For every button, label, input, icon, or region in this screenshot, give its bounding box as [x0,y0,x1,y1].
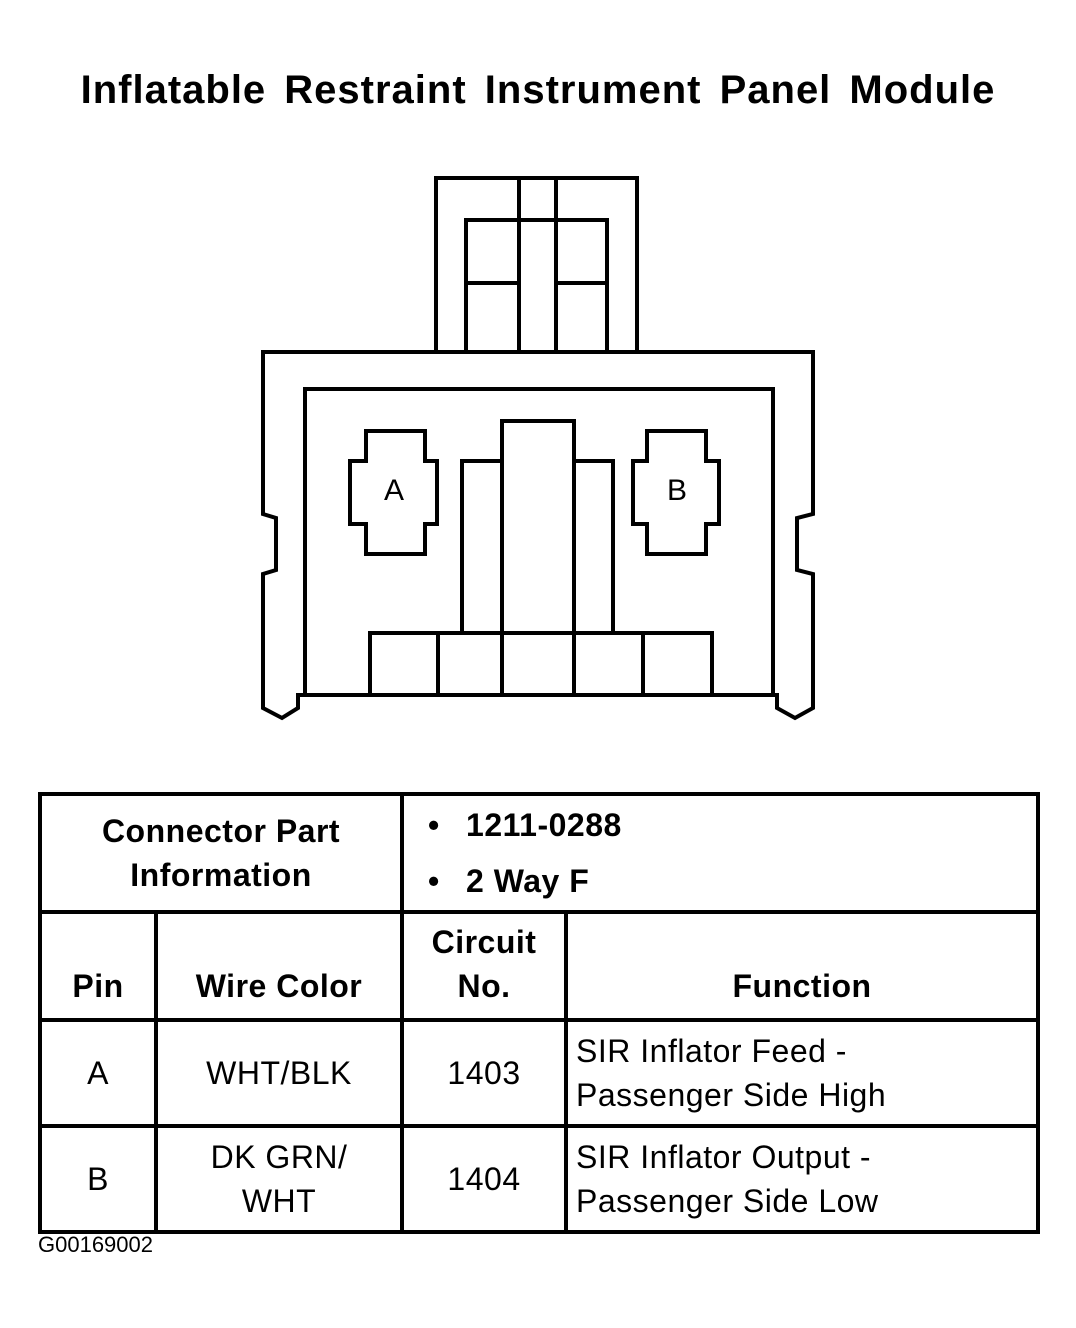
center-key [460,419,615,697]
part-info-label-line2: Information [130,857,312,893]
col-header-circuit-line1: Circuit [431,924,537,960]
function-line1: SIR Inflator Output - [576,1139,872,1175]
part-number: 1211-0288 [428,797,1036,853]
col-header-function: Function [564,910,1041,1022]
function-line2: Passenger Side Low [576,1183,879,1219]
part-info-label-line1: Connector Part [101,813,341,849]
connector-body-outline [261,350,815,721]
circuit-cell: 1404 [400,1124,569,1234]
circuit-cell: 1403 [400,1018,569,1128]
part-info-row: Connector Part Information 1211-0288 2 W… [37,792,1041,914]
part-info-values: 1211-0288 2 Way F [400,792,1041,914]
wire-color-line1: WHT/BLK [206,1055,352,1091]
col-header-wire-color: Wire Color [153,910,405,1022]
connector-pinout-table: Connector Part Information 1211-0288 2 W… [37,792,1041,1234]
part-description: 2 Way F [428,853,1036,909]
table-row: A WHT/BLK 1403 SIR Inflator Feed - Passe… [38,1018,1041,1128]
cavity-b-outline [631,429,721,556]
function-cell: SIR Inflator Output - Passenger Side Low [564,1124,1041,1234]
col-header-pin: Pin [38,910,158,1022]
function-line1: SIR Inflator Feed - [576,1033,847,1069]
connector-latch [434,176,639,352]
wire-color-cell: DK GRN/ WHT [153,1124,405,1234]
pin-cell: B [38,1124,158,1234]
pin-cell: A [38,1018,158,1128]
cavity-a-outline [348,429,439,556]
function-cell: SIR Inflator Feed - Passenger Side High [564,1018,1041,1128]
table-row: B DK GRN/ WHT 1404 SIR Inflator Output -… [38,1124,1041,1234]
function-line2: Passenger Side High [576,1077,887,1113]
part-info-label: Connector Part Information [37,792,405,914]
figure-id: G00169002 [38,1232,153,1257]
connector-inner-face [303,387,775,695]
wire-color-line2: WHT [241,1183,317,1219]
col-header-circuit-line2: No. [457,968,511,1004]
terminal-row [368,631,714,695]
cavity-a-label: A [384,474,404,507]
wire-color-line1: DK GRN/ [210,1139,348,1175]
diagram-title: Inflatable Restraint Instrument Panel Mo… [80,68,996,112]
cavity-b-label: B [667,474,687,507]
connector-drawing: A B [261,176,815,721]
col-header-circuit: Circuit No. [400,910,569,1022]
column-header-row: Pin Wire Color Circuit No. Function [38,910,1041,1022]
wire-color-cell: WHT/BLK [153,1018,405,1128]
